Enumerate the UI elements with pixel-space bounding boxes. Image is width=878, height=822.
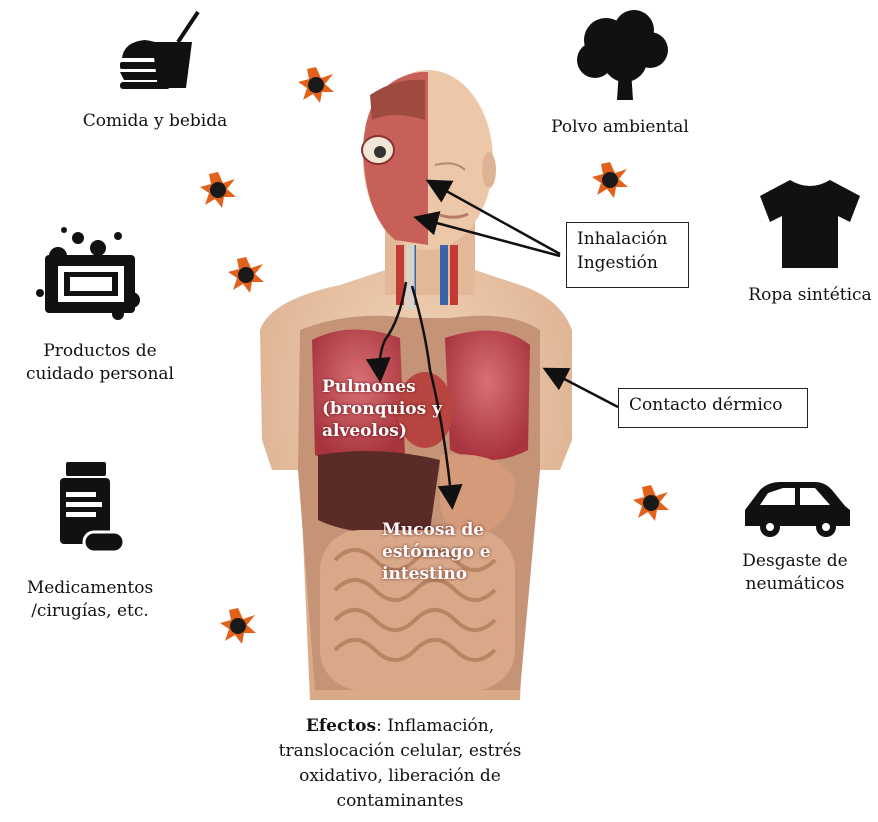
microplastic-particle-icon bbox=[592, 162, 628, 198]
source-tires-label: Desgaste de neumáticos bbox=[720, 550, 870, 596]
organ-gut-line3: intestino bbox=[382, 563, 522, 585]
route-box-dermal: Contacto dérmico bbox=[618, 388, 808, 428]
source-dust-label: Polvo ambiental bbox=[530, 116, 710, 139]
car-icon bbox=[745, 482, 850, 537]
shirt-icon bbox=[760, 180, 860, 268]
effects-heading: Efectos bbox=[306, 716, 376, 736]
organ-lungs-line2: (bronquios y bbox=[322, 398, 462, 420]
organ-gut-label: Mucosa de estómago e intestino bbox=[382, 519, 522, 585]
microplastic-particle-icon bbox=[228, 257, 264, 293]
source-tires-line1: Desgaste de bbox=[720, 550, 870, 573]
microplastic-particle-icon bbox=[220, 608, 256, 644]
source-personal-care-label: Productos de cuidado personal bbox=[10, 340, 190, 386]
source-clothing-label: Ropa sintética bbox=[730, 284, 878, 307]
source-food-text: Comida y bebida bbox=[83, 111, 228, 131]
microplastic-particle-icon bbox=[200, 172, 236, 208]
route-ingestion-text: Ingestión bbox=[577, 251, 678, 275]
microplastic-particle-icon bbox=[298, 67, 334, 103]
source-medicine-line1: Medicamentos bbox=[10, 577, 170, 600]
source-personal-care-line2: cuidado personal bbox=[10, 363, 190, 386]
tree-icon bbox=[577, 10, 668, 100]
source-medicine-line2: /cirugías, etc. bbox=[10, 600, 170, 623]
source-medicine-label: Medicamentos /cirugías, etc. bbox=[10, 577, 170, 623]
route-dermal-text: Contacto dérmico bbox=[629, 395, 783, 415]
source-personal-care-line1: Productos de bbox=[10, 340, 190, 363]
organ-lungs-line3: alveolos) bbox=[322, 420, 462, 442]
burger-drink-icon bbox=[120, 12, 198, 89]
route-inhalation-text: Inhalación bbox=[577, 227, 678, 251]
source-food-label: Comida y bebida bbox=[70, 110, 240, 133]
organ-lungs-line1: Pulmones bbox=[322, 376, 462, 398]
organ-gut-line1: Mucosa de bbox=[382, 519, 522, 541]
pill-bottle-icon bbox=[60, 462, 124, 552]
organ-lungs-label: Pulmones (bronquios y alveolos) bbox=[322, 376, 462, 442]
organ-gut-line2: estómago e bbox=[382, 541, 522, 563]
microplastic-particle-icon bbox=[633, 485, 669, 521]
effects-caption: Efectos: Inflamación, translocación celu… bbox=[250, 714, 550, 814]
route-box-inhalation-ingestion: Inhalación Ingestión bbox=[566, 222, 689, 288]
source-tires-line2: neumáticos bbox=[720, 573, 870, 596]
cosmetics-icon bbox=[36, 227, 140, 320]
source-clothing-text: Ropa sintética bbox=[748, 285, 871, 305]
source-dust-text: Polvo ambiental bbox=[551, 117, 689, 137]
